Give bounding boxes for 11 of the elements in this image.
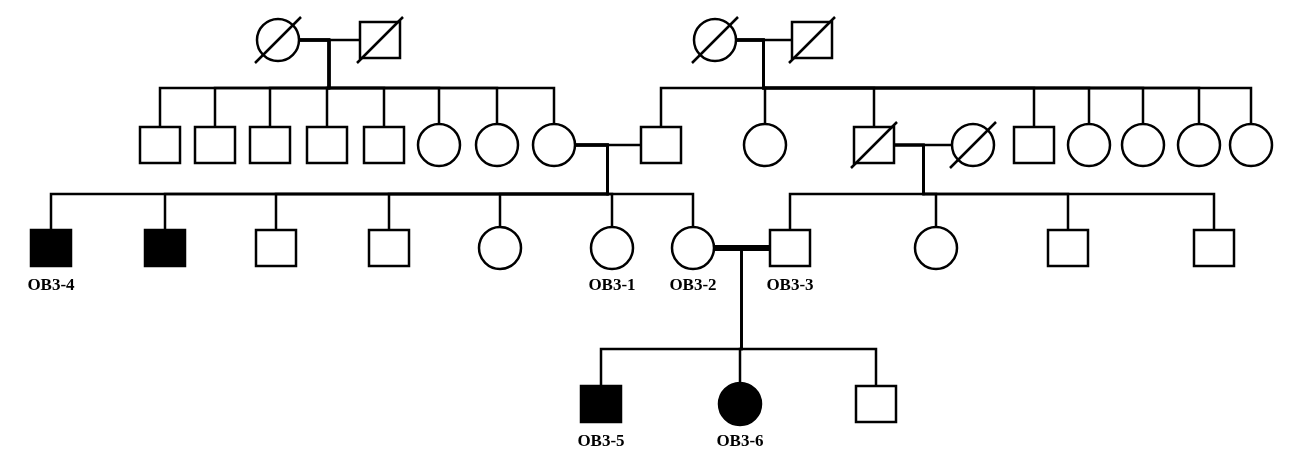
individual-id: OB3-1	[588, 276, 636, 294]
descent-line	[714, 246, 878, 386]
individual-id: OB3-4	[27, 276, 75, 294]
descent-line	[299, 38, 556, 124]
marriage-line	[714, 245, 770, 251]
individual-id: OB3-2	[669, 276, 717, 294]
individual-id: OB3-3	[766, 276, 814, 294]
descent-line	[894, 143, 1216, 230]
individual-id: OB3-6	[716, 432, 764, 450]
descent-line	[575, 143, 695, 227]
individual-id: OB3-5	[577, 432, 625, 450]
